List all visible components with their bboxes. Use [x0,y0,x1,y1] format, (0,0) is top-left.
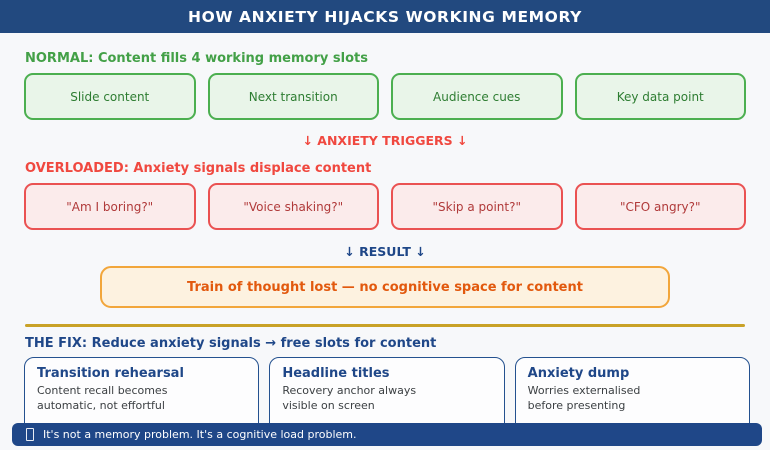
result-label: ↓ RESULT ↓ [344,244,426,259]
memory-slot-key-data-point: Key data point [574,73,746,120]
fix-card-body-line2: automatic, not effortful [37,398,165,412]
gold-divider [25,324,745,327]
fix-card-body-line1: Worries externalised [527,384,641,397]
page-title: HOW ANXIETY HIJACKS WORKING MEMORY [188,7,582,26]
takeaway-bar: It's not a memory problem. It's a cognit… [12,423,762,446]
normal-slot-row: Slide content Next transition Audience c… [24,73,746,120]
memory-slot-slide-content: Slide content [24,73,196,120]
fix-card-anxiety-dump: Anxiety dump Worries externalised before… [514,357,750,433]
result-box-text: Train of thought lost — no cognitive spa… [187,279,583,295]
fix-card-row: Transition rehearsal Content recall beco… [24,357,750,433]
fix-section-heading: THE FIX: Reduce anxiety signals → free s… [25,336,437,351]
fix-card-transition-rehearsal: Transition rehearsal Content recall beco… [24,357,260,433]
result-box: Train of thought lost — no cognitive spa… [100,266,670,308]
fix-card-title: Transition rehearsal [37,366,184,381]
fix-card-body-line1: Recovery anchor always [282,384,417,397]
memory-slot-audience-cues: Audience cues [391,73,563,120]
overloaded-slot-row: "Am I boring?" "Voice shaking?" "Skip a … [24,183,746,230]
title-bar: HOW ANXIETY HIJACKS WORKING MEMORY [0,0,770,33]
fix-card-body-line1: Content recall becomes [37,384,168,397]
anxiety-slot-voice-shaking: "Voice shaking?" [207,183,379,230]
fix-card-body: Content recall becomes automatic, not ef… [37,384,246,413]
takeaway-text: It's not a memory problem. It's a cognit… [43,428,357,441]
missing-glyph-icon [26,428,34,441]
fix-card-title: Headline titles [282,366,390,381]
overloaded-section-heading: OVERLOADED: Anxiety signals displace con… [25,161,372,176]
fix-card-body: Worries externalised before presenting [528,384,737,413]
anxiety-slot-cfo-angry: "CFO angry?" [574,183,746,230]
anxiety-slot-am-i-boring: "Am I boring?" [24,183,196,230]
anxiety-triggers-label: ↓ ANXIETY TRIGGERS ↓ [302,133,468,148]
fix-card-title: Anxiety dump [527,366,630,381]
anxiety-slot-skip-a-point: "Skip a point?" [391,183,563,230]
normal-section-heading: NORMAL: Content fills 4 working memory s… [25,51,368,66]
fix-card-body-line2: before presenting [527,398,626,412]
fix-card-body: Recovery anchor always visible on screen [282,384,491,413]
fix-card-headline-titles: Headline titles Recovery anchor always v… [269,357,505,433]
memory-slot-next-transition: Next transition [207,73,379,120]
fix-card-body-line2: visible on screen [282,398,375,412]
